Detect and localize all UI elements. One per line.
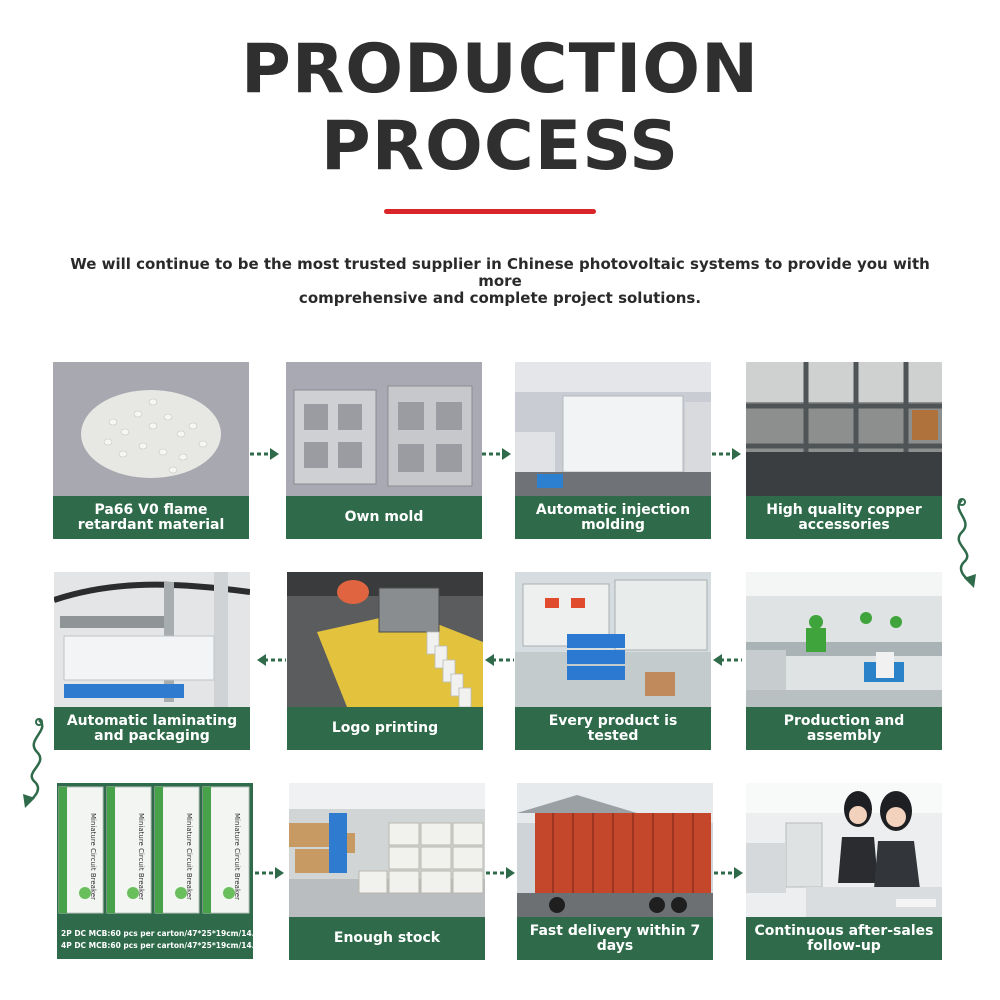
arrow-right-icon [250,448,279,460]
arrow-right-icon [712,448,741,460]
customer-service-icon [746,783,942,917]
subtitle-line-2: comprehensive and complete project solut… [298,289,702,307]
step-card-copper: High quality copper accessories [746,362,942,539]
testing-photo [515,572,711,707]
step-label: Automatic injection molding [515,496,711,539]
step-label: Own mold [286,496,482,539]
warehouse-racks-icon [746,362,942,496]
step-label: Automatic laminating and packaging [54,707,250,750]
title-underline [384,209,596,214]
step-card-delivery: Fast delivery within 7 days [517,783,713,960]
logo-printing-photo [287,572,483,707]
packaging-machine-icon [54,572,250,707]
step-label: Every product is tested [515,707,711,750]
subtitle-line-1: We will continue to be the most trusted … [70,255,930,290]
arrow-left-icon [713,654,742,666]
page-title-line2: PROCESS [320,107,680,186]
shipping-container-icon [517,783,713,917]
delivery-photo [517,783,713,917]
box-text: Miniature Circuit Breaker [233,813,241,900]
curved-arrow-down-icon [23,718,44,808]
pad-printer-icon [287,572,483,707]
injection-photo [515,362,711,496]
step-card-stock: Enough stock [289,783,485,960]
page-subtitle: We will continue to be the most trusted … [60,256,940,307]
product-boxes-icon: Miniature Circuit Breaker Miniature Circ… [57,783,253,959]
step-label: Pa66 V0 flame retardant material [53,496,249,539]
mold-photo [286,362,482,496]
step-label: Logo printing [287,707,483,750]
box-text: Miniature Circuit Breaker [185,813,193,900]
step-card-testing: Every product is tested [515,572,711,750]
injection-machine-icon [515,362,711,496]
testing-station-icon [515,572,711,707]
step-card-assembly: Production and assembly [746,572,942,750]
step-card-mold: Own mold [286,362,482,539]
step-card-product-boxes: Miniature Circuit Breaker Miniature Circ… [57,783,253,959]
step-card-after-sales: Continuous after-sales follow-up [746,783,942,960]
page-title-line1: PRODUCTION [241,30,759,109]
arrow-left-icon [485,654,514,666]
stock-warehouse-icon [289,783,485,917]
laminating-photo [54,572,250,707]
arrow-right-icon [486,867,515,879]
product-boxes-photo: Miniature Circuit Breaker Miniature Circ… [57,783,253,959]
after-sales-photo [746,783,942,917]
metal-mold-icon [286,362,482,496]
step-label: Fast delivery within 7 days [517,917,713,960]
pellets-photo [53,362,249,496]
step-card-laminating: Automatic laminating and packaging [54,572,250,750]
assembly-photo [746,572,942,707]
step-label: High quality copper accessories [746,496,942,539]
copper-photo [746,362,942,496]
curved-arrow-down-icon [957,498,976,588]
spec-4p: 4P DC MCB:60 pcs per carton/47*25*19cm/1… [61,941,253,950]
plastic-pellets-icon [53,362,249,496]
step-card-injection: Automatic injection molding [515,362,711,539]
stock-photo [289,783,485,917]
step-card-pellets: Pa66 V0 flame retardant material [53,362,249,539]
step-label: Enough stock [289,917,485,960]
step-card-logo-printing: Logo printing [287,572,483,750]
arrow-left-icon [257,654,286,666]
arrow-right-icon [255,867,284,879]
box-text: Miniature Circuit Breaker [89,813,97,900]
box-text: Miniature Circuit Breaker [137,813,145,900]
arrow-right-icon [482,448,511,460]
step-label: Production and assembly [746,707,942,750]
arrow-right-icon [714,867,743,879]
assembly-line-icon [746,572,942,707]
step-label: Continuous after-sales follow-up [746,917,942,960]
spec-2p: 2P DC MCB:60 pcs per carton/47*25*19cm/1… [61,929,253,938]
